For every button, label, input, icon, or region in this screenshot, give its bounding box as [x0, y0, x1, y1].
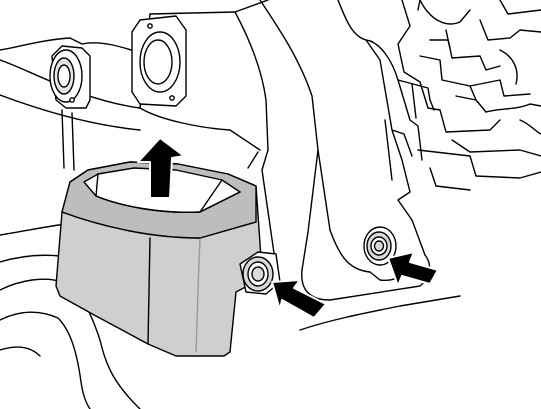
square-port-flange: [131, 15, 187, 107]
lift-arrow: [137, 137, 185, 199]
removable-box: [55, 161, 263, 357]
round-socket-left: [49, 45, 91, 109]
pointer-arrow-right-fastener: [387, 251, 439, 287]
pointer-arrow-lower-fastener: [271, 279, 327, 319]
lower-fastener: [239, 251, 281, 295]
right-fastener: [363, 226, 397, 266]
